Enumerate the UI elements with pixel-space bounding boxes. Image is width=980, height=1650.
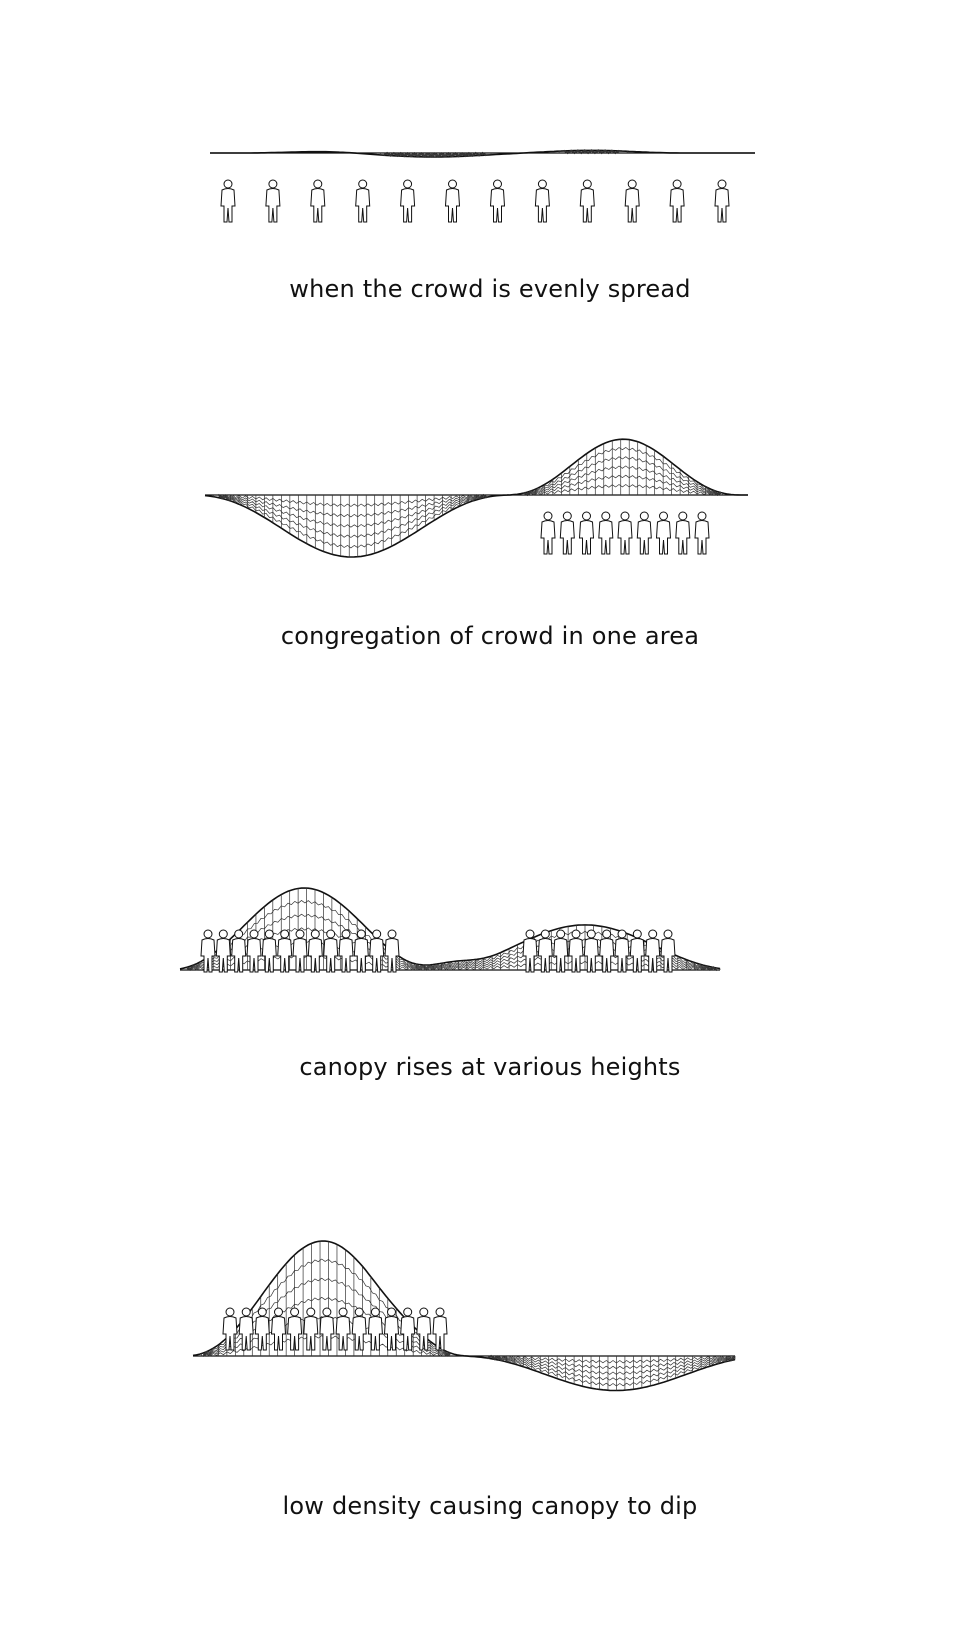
person-figure bbox=[416, 1307, 432, 1351]
person-figure bbox=[303, 1307, 319, 1351]
person-figure bbox=[367, 1307, 383, 1351]
panel-congregation: congregation of crowd in one area bbox=[0, 330, 980, 690]
person-figure bbox=[200, 929, 216, 973]
panel-4-scene bbox=[192, 1240, 736, 1392]
person-figure bbox=[323, 929, 339, 973]
person-figure bbox=[537, 929, 553, 973]
panel-evenly-spread: when the crowd is evenly spread bbox=[0, 0, 980, 330]
canopy-cell-mesh bbox=[213, 439, 723, 557]
person-figure bbox=[246, 929, 262, 973]
person-figure bbox=[335, 1307, 351, 1351]
person-figure bbox=[222, 1307, 238, 1351]
caption-various-heights: canopy rises at various heights bbox=[299, 1053, 681, 1081]
person-figure bbox=[351, 1307, 367, 1351]
person-figure bbox=[400, 1307, 416, 1351]
person-figure bbox=[553, 929, 569, 973]
crowd-2 bbox=[540, 511, 710, 555]
person-figure bbox=[270, 1307, 287, 1351]
person-figure bbox=[645, 929, 661, 973]
person-figure bbox=[384, 929, 400, 973]
person-figure bbox=[655, 511, 672, 555]
crowd-4 bbox=[222, 1307, 448, 1351]
person-figure bbox=[579, 179, 595, 223]
person-figure bbox=[534, 179, 550, 223]
crowd-1 bbox=[220, 179, 730, 223]
person-figure bbox=[636, 511, 652, 555]
person-figure bbox=[215, 929, 231, 973]
person-figure bbox=[310, 179, 326, 223]
person-figure bbox=[287, 1307, 303, 1351]
person-figure bbox=[254, 1307, 270, 1351]
person-figure bbox=[599, 929, 615, 973]
person-figure bbox=[261, 929, 277, 973]
caption-evenly-spread: when the crowd is evenly spread bbox=[289, 275, 691, 303]
person-figure bbox=[617, 511, 633, 555]
panel-low-density: low density causing canopy to dip bbox=[0, 1130, 980, 1550]
person-figure bbox=[669, 179, 685, 223]
canopy-outline bbox=[204, 438, 748, 558]
person-figure bbox=[238, 1307, 254, 1351]
person-figure bbox=[338, 929, 354, 973]
person-figure bbox=[355, 179, 371, 223]
canopy-2 bbox=[204, 438, 748, 558]
person-figure bbox=[444, 179, 461, 223]
panel-3-scene bbox=[179, 887, 721, 973]
person-figure bbox=[383, 1307, 400, 1351]
person-figure bbox=[522, 929, 538, 973]
caption-low-density: low density causing canopy to dip bbox=[282, 1492, 698, 1520]
canopy-outline bbox=[210, 149, 755, 158]
person-figure bbox=[277, 929, 293, 973]
panel-2-scene bbox=[204, 438, 748, 558]
person-figure bbox=[578, 511, 595, 555]
person-figure bbox=[307, 929, 323, 973]
person-figure bbox=[265, 179, 281, 223]
person-figure bbox=[624, 179, 640, 223]
person-figure bbox=[614, 929, 630, 973]
canopy-1 bbox=[210, 149, 755, 158]
canopy-cell-mesh bbox=[201, 1241, 736, 1391]
person-figure bbox=[583, 929, 599, 973]
person-figure bbox=[660, 929, 676, 973]
person-figure bbox=[714, 179, 730, 223]
person-figure bbox=[629, 929, 645, 973]
panel-various-heights: canopy rises at various heights bbox=[0, 690, 980, 1130]
canopy-4 bbox=[192, 1240, 736, 1392]
caption-congregation: congregation of crowd in one area bbox=[280, 622, 700, 650]
person-figure bbox=[432, 1307, 448, 1351]
person-figure bbox=[598, 511, 614, 555]
person-figure bbox=[353, 929, 369, 973]
person-figure bbox=[292, 929, 308, 973]
person-figure bbox=[489, 179, 506, 223]
person-figure bbox=[220, 179, 236, 223]
person-figure bbox=[694, 511, 710, 555]
canopy-outline bbox=[192, 1240, 736, 1392]
person-figure bbox=[675, 511, 691, 555]
canopy-cell-mesh bbox=[379, 149, 628, 158]
person-figure bbox=[568, 929, 584, 973]
person-figure bbox=[319, 1307, 335, 1351]
person-figure bbox=[400, 179, 416, 223]
panel-1-scene bbox=[210, 149, 755, 223]
person-figure bbox=[540, 511, 556, 555]
person-figure bbox=[231, 929, 247, 973]
person-figure bbox=[559, 511, 575, 555]
crowd-3 bbox=[200, 929, 676, 973]
person-figure bbox=[369, 929, 385, 973]
